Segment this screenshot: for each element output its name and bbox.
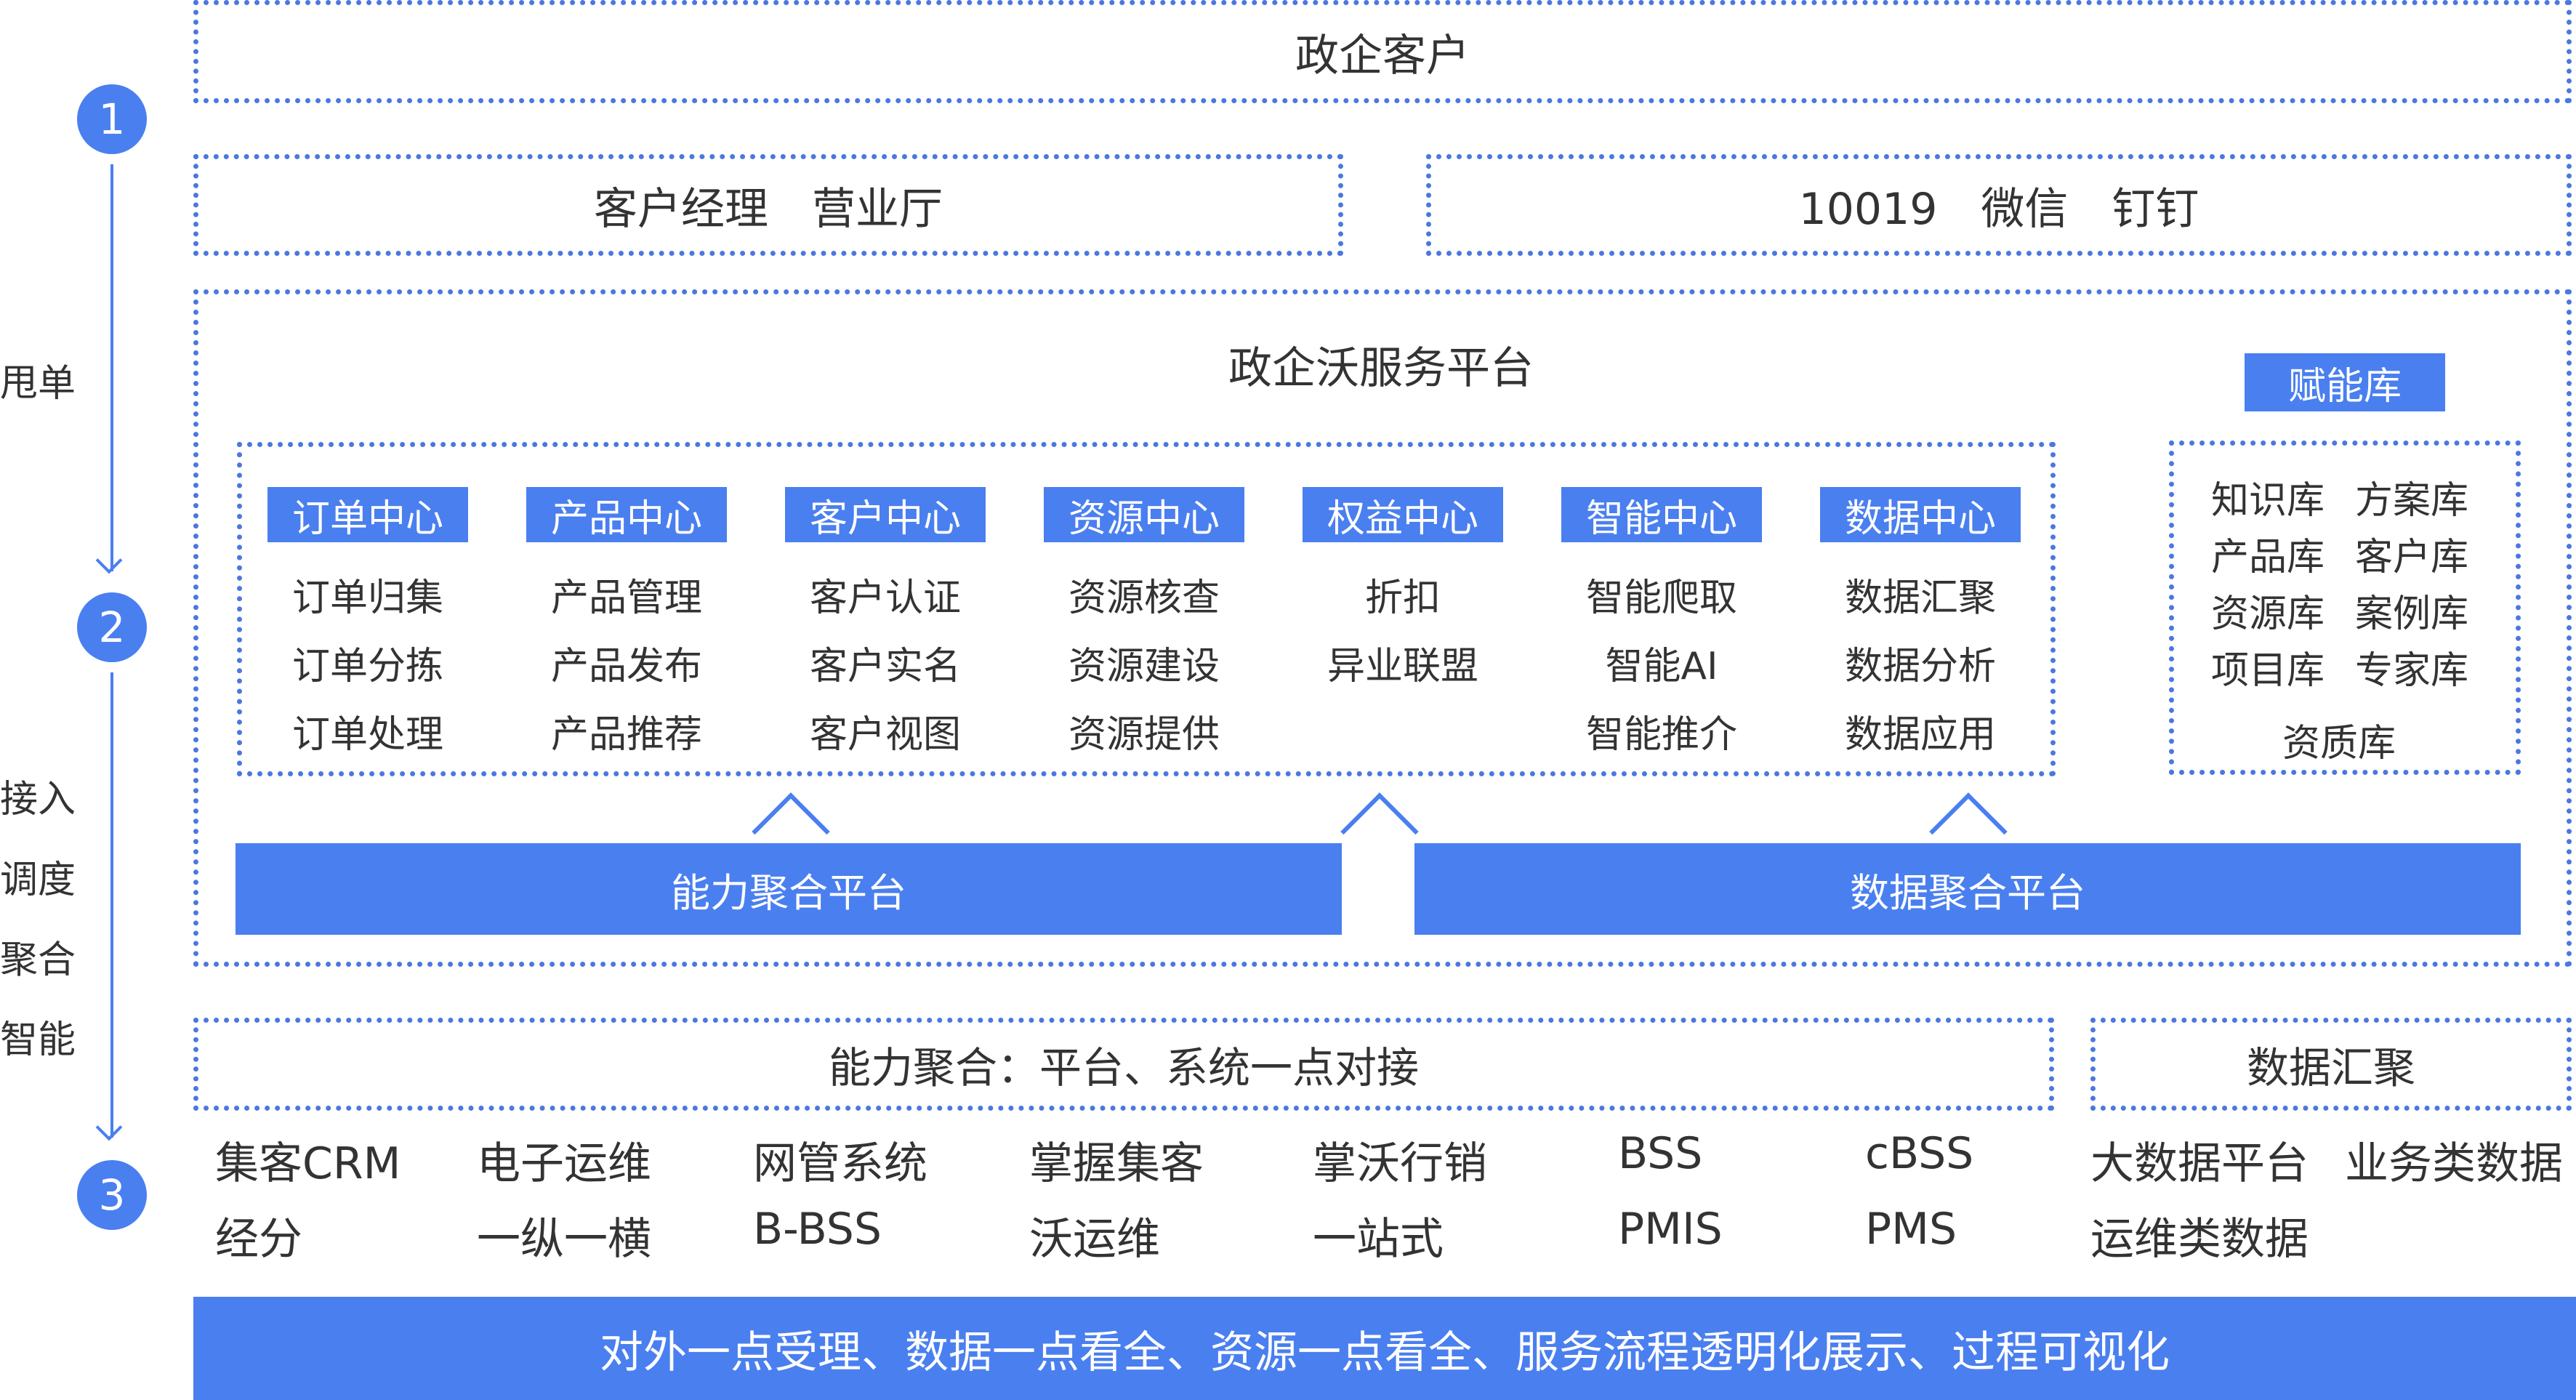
library-item: 专家库 — [2355, 649, 2469, 693]
module-tag-data: 数据中心 — [1820, 487, 2021, 542]
data-platform-bar: 数据聚合平台 — [1414, 843, 2521, 935]
footer-text: 对外一点受理、数据一点看全、资源一点看全、服务流程透明化展示、过程可视化 — [600, 1327, 2170, 1378]
system-item: 一站式 — [1313, 1214, 1444, 1265]
library-item: 知识库 — [2211, 479, 2325, 523]
module-item: 数据汇聚 — [1844, 576, 1996, 620]
library-item: 方案库 — [2355, 479, 2469, 523]
data-aggregation-text: 数据汇聚 — [2246, 1043, 2415, 1093]
ability-platform-bar: 能力聚合平台 — [236, 843, 1342, 935]
side-label-diaodu: 调度 — [0, 858, 76, 902]
module-tag-customer: 客户中心 — [785, 487, 986, 542]
module-item: 智能推介 — [1585, 713, 1737, 757]
platform-title: 政企沃服务平台 — [1228, 343, 1534, 394]
module-item: 客户认证 — [809, 576, 961, 620]
module-item: 数据应用 — [1844, 713, 1996, 757]
system-item: 网管系统 — [753, 1138, 927, 1189]
system-item: PMIS — [1618, 1204, 1723, 1255]
module-tag-order: 订单中心 — [267, 487, 468, 542]
ability-aggregation-text: 能力聚合：平台、系统一点对接 — [828, 1043, 1419, 1093]
library-item: 项目库 — [2211, 649, 2325, 693]
channel-right-text: 10019 微信 钉钉 — [1798, 183, 2199, 235]
library-item: 资源库 — [2211, 592, 2325, 636]
footer-bar: 对外一点受理、数据一点看全、资源一点看全、服务流程透明化展示、过程可视化 — [193, 1297, 2576, 1400]
arrow-down-icon — [95, 547, 123, 574]
module-item: 客户实名 — [809, 645, 961, 688]
side-label-shuaidan: 甩单 — [0, 362, 76, 406]
system-item: 沃运维 — [1029, 1214, 1160, 1265]
library-item: 客户库 — [2355, 536, 2469, 579]
platform-box — [193, 289, 2572, 967]
module-item: 客户视图 — [809, 713, 961, 757]
module-item: 产品发布 — [550, 645, 702, 688]
data-source-item: 运维类数据 — [2090, 1214, 2309, 1265]
module-item: 产品推荐 — [550, 713, 702, 757]
module-item: 折扣 — [1364, 576, 1441, 620]
data-aggregation-box: 数据汇聚 — [2090, 1018, 2572, 1111]
data-source-item: 业务类数据 — [2345, 1138, 2563, 1189]
system-item: 电子运维 — [477, 1138, 651, 1189]
module-item: 资源核查 — [1068, 576, 1220, 620]
step-2-badge: 2 — [77, 592, 147, 662]
module-item: 数据分析 — [1844, 645, 1996, 688]
side-label-juhe: 聚合 — [0, 938, 76, 982]
channel-box-right: 10019 微信 钉钉 — [1426, 154, 2572, 256]
step-1-badge: 1 — [77, 84, 147, 154]
module-item: 资源建设 — [1068, 645, 1220, 688]
system-item: 掌握集客 — [1029, 1138, 1204, 1189]
module-item: 订单分拣 — [291, 645, 443, 688]
system-item: 集客CRM — [215, 1138, 401, 1189]
module-tag-resource: 资源中心 — [1044, 487, 1244, 542]
system-item: 一纵一横 — [477, 1214, 651, 1265]
library-item: 资质库 — [2282, 722, 2396, 765]
channel-box-left: 客户经理 营业厅 — [193, 154, 1343, 256]
module-tag-product: 产品中心 — [526, 487, 727, 542]
module-item: 智能爬取 — [1585, 576, 1737, 620]
system-item: PMS — [1865, 1204, 1957, 1255]
step-arrow-line — [110, 164, 113, 571]
module-item: 资源提供 — [1068, 713, 1220, 757]
library-item: 产品库 — [2211, 536, 2325, 579]
ability-aggregation-box: 能力聚合：平台、系统一点对接 — [193, 1018, 2054, 1111]
modules-box — [237, 442, 2056, 776]
module-tag-rights: 权益中心 — [1303, 487, 1503, 542]
customer-title: 政企客户 — [1295, 30, 1470, 81]
module-tag-intelligence: 智能中心 — [1561, 487, 1762, 542]
module-item: 产品管理 — [550, 576, 702, 620]
side-label-zhineng: 智能 — [0, 1018, 76, 1062]
system-item: B-BSS — [753, 1204, 882, 1255]
library-item: 案例库 — [2355, 592, 2469, 636]
module-item: 订单处理 — [291, 713, 443, 757]
data-platform-label: 数据聚合平台 — [1850, 869, 2085, 916]
side-label-jieru: 接入 — [0, 778, 76, 821]
system-item: cBSS — [1865, 1128, 1974, 1179]
module-item: 异业联盟 — [1327, 645, 1478, 688]
step-3-badge: 3 — [77, 1160, 147, 1230]
step-arrow-line — [110, 672, 113, 1138]
arrow-down-icon — [95, 1114, 123, 1141]
system-item: 经分 — [215, 1214, 302, 1265]
customer-box: 政企客户 — [193, 0, 2572, 103]
module-item: 智能AI — [1605, 645, 1718, 688]
system-item: 掌沃行销 — [1313, 1138, 1487, 1189]
module-item: 订单归集 — [291, 576, 443, 620]
ability-platform-label: 能力聚合平台 — [671, 869, 906, 916]
channel-left-text: 客户经理 营业厅 — [594, 183, 943, 235]
data-source-item: 大数据平台 — [2090, 1138, 2309, 1189]
library-tag: 赋能库 — [2245, 353, 2445, 411]
system-item: BSS — [1618, 1128, 1703, 1179]
library-box — [2169, 440, 2521, 775]
